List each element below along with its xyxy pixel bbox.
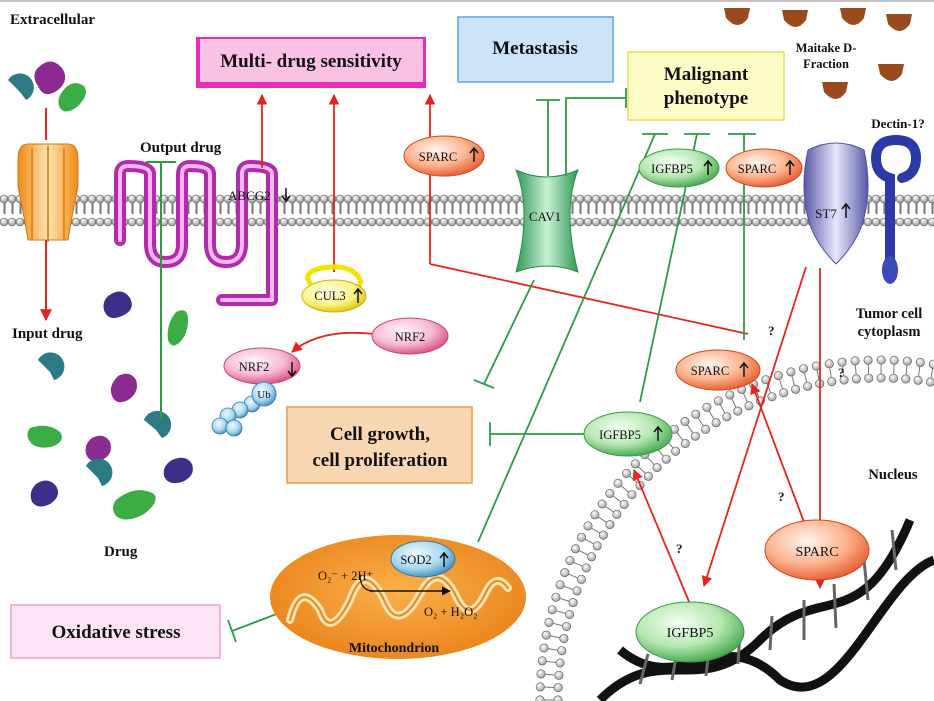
extracellular-label: Extracellular	[10, 12, 95, 28]
question-marks: ? ? ? ?	[676, 323, 845, 556]
nrf2-label: NRF2	[395, 330, 426, 344]
output-drug-label: Output drug	[140, 140, 222, 156]
nrf2-ubiquitinated: NRF2 Ub	[211, 347, 301, 437]
igfbp5-middle: IGFBP5	[583, 411, 673, 457]
ub-label: Ub	[257, 389, 271, 401]
maitake-label-1: Maitake D-	[796, 41, 857, 55]
mitochondrion-label: Mitochondrion	[349, 641, 439, 656]
nrf2-label: NRF2	[239, 360, 270, 374]
multi-drug-sensitivity-box: Multi- drug sensitivity	[196, 37, 426, 88]
dna-helix	[596, 518, 934, 701]
maitake-d-fraction-icons	[724, 8, 912, 99]
igfbp5-label: IGFBP5	[599, 428, 641, 442]
malignant-label-2: phenotype	[664, 88, 748, 109]
nucleus-label: Nucleus	[868, 467, 918, 483]
cul3-label: CUL3	[314, 289, 345, 303]
sparc-label: SPARC	[795, 545, 838, 560]
cul3-protein: CUL3	[301, 264, 367, 313]
sparc-label: SPARC	[419, 150, 457, 164]
drug-label: Drug	[104, 544, 138, 560]
oxidative-stress-label: Oxidative stress	[52, 622, 181, 643]
sparc-membrane: SPARC	[725, 148, 803, 188]
metastasis-label: Metastasis	[492, 38, 577, 59]
question-mark: ?	[778, 489, 785, 504]
tumor-cell-label-2: cytoplasm	[858, 324, 921, 340]
up-arrow-icon	[469, 146, 479, 162]
output-drug-inhibition	[146, 161, 176, 420]
up-arrow-icon	[703, 159, 713, 175]
dectin-label: Dectin-1?	[871, 116, 924, 131]
metastasis-box: Metastasis	[457, 16, 614, 83]
igfbp5-top: IGFBP5	[638, 148, 720, 188]
igfbp5-label: IGFBP5	[651, 162, 693, 176]
igfbp5-label: IGFBP5	[667, 626, 714, 641]
st7-protein: ST7	[803, 142, 869, 265]
up-arrow-icon	[785, 159, 795, 175]
tumor-cell-label-1: Tumor cell	[856, 306, 922, 322]
plasma-membrane	[0, 194, 934, 227]
nrf2-free: NRF2	[371, 317, 449, 355]
up-arrow-icon	[841, 202, 851, 218]
up-arrow-icon	[439, 551, 449, 567]
maitake-label-2: Fraction	[803, 57, 849, 71]
ubiquitin-bead	[211, 417, 229, 435]
ubiquitin-chain	[211, 395, 261, 437]
question-mark: ?	[768, 323, 775, 338]
up-arrow-icon	[739, 361, 749, 377]
input-drug-transporter	[17, 108, 79, 322]
drug-molecules	[8, 61, 193, 520]
cell-growth-label-2: cell proliferation	[312, 450, 448, 471]
up-arrow-icon	[353, 287, 363, 303]
sparc-nuclear: SPARC	[764, 519, 870, 581]
down-arrow-icon	[281, 188, 291, 203]
cav1-protein: CAV1	[515, 169, 579, 273]
nuclear-membrane	[535, 355, 934, 701]
abcg2-transporter	[114, 160, 278, 306]
malignant-label-1: Malignant	[664, 64, 749, 85]
sparc-top: SPARC	[403, 135, 485, 177]
input-drug-label: Input drug	[12, 326, 83, 342]
question-mark: ?	[838, 365, 845, 380]
sod2-protein: SOD2	[390, 540, 456, 578]
up-arrow-icon	[653, 425, 663, 441]
question-mark: ?	[676, 541, 683, 556]
down-arrow-icon	[287, 362, 297, 378]
reaction-right: O₂ + H₂O₂	[424, 605, 477, 619]
oxidative-stress-box: Oxidative stress	[10, 604, 221, 659]
malignant-phenotype-box: Malignant phenotype	[627, 51, 785, 121]
ubiquitin-bead	[251, 381, 277, 407]
multi-drug-sensitivity-label: Multi- drug sensitivity	[220, 51, 402, 72]
abcg2-label: ABCG2	[228, 188, 271, 203]
igfbp5-nuclear: IGFBP5	[635, 601, 745, 663]
sparc-middle: SPARC	[675, 349, 761, 391]
cav1-label: CAV1	[529, 209, 561, 224]
sparc-label: SPARC	[691, 364, 729, 378]
mitochondrion: O₂⁻ + 2H⁺ O₂ + H₂O₂ Mitochondrion	[270, 535, 526, 659]
reaction-left: O₂⁻ + 2H⁺	[318, 569, 373, 583]
cell-growth-box: Cell growth, cell proliferation	[286, 406, 473, 484]
cell-growth-label-1: Cell growth,	[330, 424, 430, 445]
dectin-1-receptor	[870, 135, 922, 284]
sparc-label: SPARC	[738, 162, 776, 176]
ubiquitin-bead	[225, 419, 243, 437]
sod2-label: SOD2	[400, 553, 431, 567]
st7-label: ST7	[815, 206, 837, 221]
